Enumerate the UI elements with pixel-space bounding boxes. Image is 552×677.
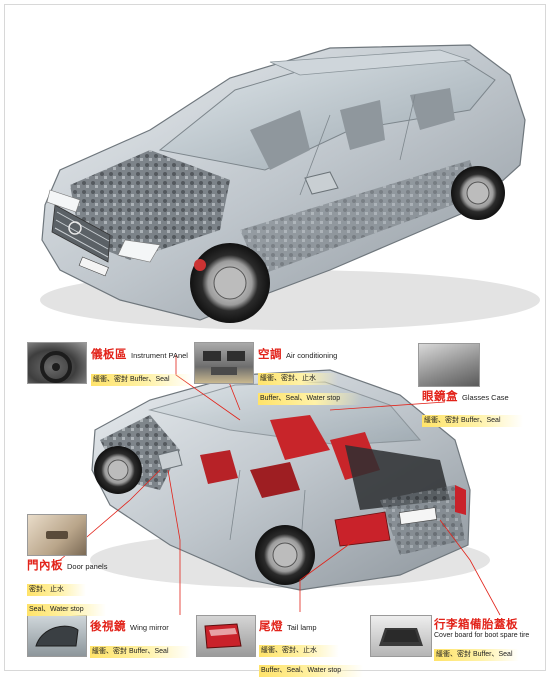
glasses-case-thumbnail (418, 343, 480, 387)
boot-cover-desc: 緩衝、密封 Buffer、Seal (434, 649, 519, 661)
glasses-case-cn: 眼鏡盒 (422, 389, 458, 403)
wing-mirror-en: Wing mirror (130, 623, 169, 632)
door-panels-desc-2: Seal、Water stop (27, 604, 106, 616)
boot-cover-thumbnail (370, 615, 432, 657)
boot-cover-en: Cover board for boot spare tire (434, 632, 530, 639)
mirror-icon (35, 625, 79, 647)
wing-mirror-thumbnail (27, 615, 87, 657)
door-panels-en: Door panels (67, 562, 108, 571)
glasses-case-en: Glasses Case (462, 393, 509, 402)
air-conditioning-thumbnail (194, 342, 254, 384)
callout-tail-lamp: 尾燈 Tail lamp 緩衝、密封、止水 Buffer、Seal、Water … (259, 618, 364, 677)
instrument-panel-en: Instrument PAnel (131, 351, 188, 360)
wing-mirror-desc: 緩衝、密封 Buffer、Seal (90, 646, 191, 658)
callout-air-conditioning: 空調 Air conditioning 緩衝、密封、止水 Buffer、Seal… (258, 346, 363, 405)
trunk-icon (379, 628, 423, 646)
door-panels-thumbnail (27, 514, 87, 556)
boot-cover-cn: 行李箱備胎蓋板 (434, 617, 518, 631)
callout-glasses-case: 眼鏡盒 Glasses Case 緩衝、密封 Buffer、Seal (422, 388, 523, 427)
instrument-panel-cn: 儀板區 (91, 347, 127, 361)
air-conditioning-en: Air conditioning (286, 351, 338, 360)
instrument-panel-thumbnail (27, 342, 87, 384)
air-conditioning-desc-2: Buffer、Seal、Water stop (258, 393, 363, 405)
callout-door-panels: 門內板 Door panels 密封、止水 Seal、Water stop (27, 557, 107, 616)
wing-mirror-cn: 後視鏡 (90, 619, 126, 633)
glasses-case-desc: 緩衝、密封 Buffer、Seal (422, 415, 523, 427)
sedan-illustration (90, 369, 490, 591)
tail-lamp-icon (204, 623, 242, 649)
callout-boot-cover: 行李箱備胎蓋板 Cover board for boot spare tire … (434, 616, 529, 661)
door-panels-cn: 門內板 (27, 558, 63, 572)
suv-illustration (40, 44, 540, 330)
tail-lamp-cn: 尾燈 (259, 619, 283, 633)
instrument-panel-desc: 緩衝、密封 Buffer、Seal (91, 374, 192, 386)
air-vent-icon (203, 351, 245, 375)
callout-wing-mirror: 後視鏡 Wing mirror 緩衝、密封 Buffer、Seal (90, 618, 191, 658)
tail-lamp-thumbnail (196, 615, 256, 657)
tail-lamp-desc-2: Buffer、Seal、Water stop (259, 665, 364, 677)
door-handle-icon (46, 531, 68, 539)
air-conditioning-cn: 空調 (258, 347, 282, 361)
callout-instrument-panel: 儀板區 Instrument PAnel 緩衝、密封 Buffer、Seal (91, 346, 192, 386)
door-panels-desc-1: 密封、止水 (27, 584, 86, 596)
tail-lamp-desc-1: 緩衝、密封、止水 (259, 645, 339, 657)
air-conditioning-desc-1: 緩衝、密封、止水 (258, 373, 338, 385)
steering-wheel-icon (40, 351, 72, 383)
tail-lamp-en: Tail lamp (287, 623, 317, 632)
